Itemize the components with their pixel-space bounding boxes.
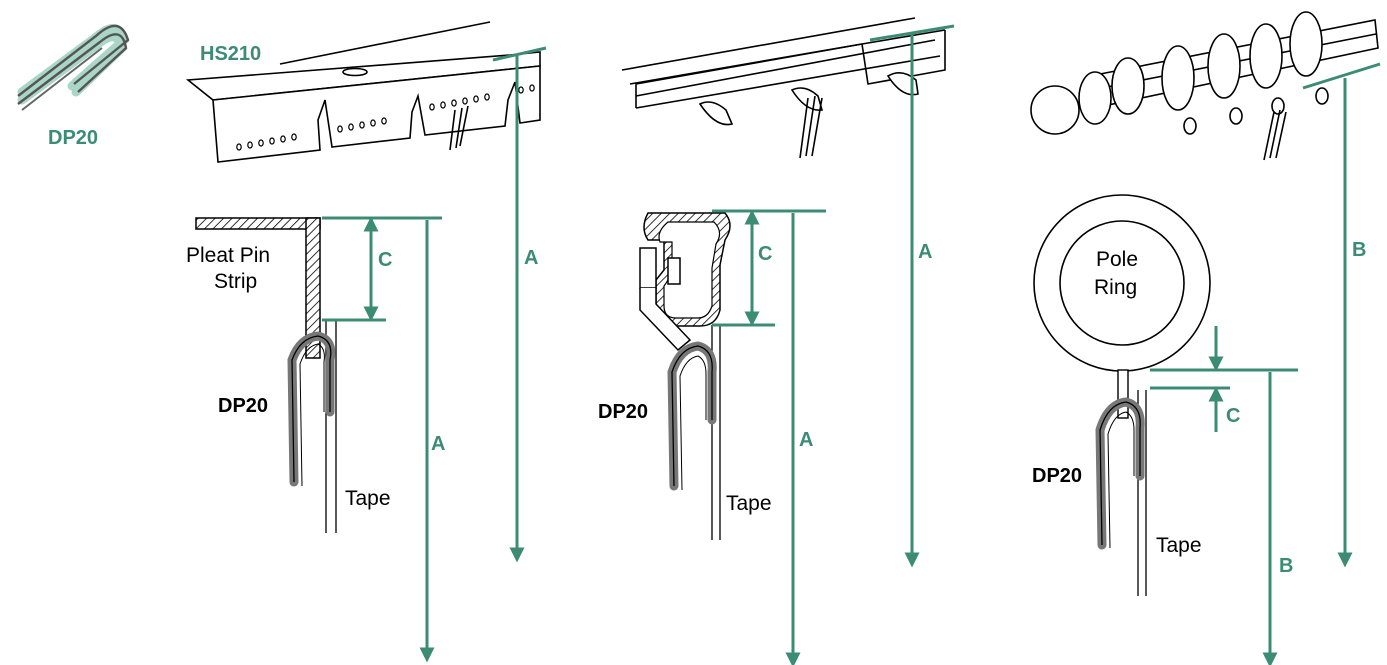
dimension-c-panel2: [712, 209, 826, 327]
dim-a-label-panel1-lower: A: [431, 433, 445, 455]
tape-label-panel3: Tape: [1156, 534, 1202, 557]
dimension-a-panel1-upper: [492, 46, 547, 563]
pleat-pin-strip-label-line2: Strip: [214, 270, 257, 293]
dim-c-label-panel3: C: [1226, 405, 1240, 427]
dimension-c-panel1: [322, 216, 442, 322]
dimension-b-panel3-upper: [1302, 62, 1381, 568]
dp20-hook-panel3: [1095, 397, 1145, 550]
pole-ring-label-line2: Ring: [1094, 276, 1137, 299]
pole-illustration: [1030, 11, 1379, 161]
dp20-hook-panel1: [287, 331, 336, 487]
dim-c-label-panel1: C: [378, 249, 392, 271]
pleat-pin-strip-label-line1: Pleat Pin: [186, 244, 270, 267]
dimension-c-panel3: [1150, 326, 1298, 432]
tape-label-panel2: Tape: [726, 492, 772, 515]
dp20-topleft-label: DP20: [48, 127, 98, 149]
dimension-a-panel2-upper: [869, 24, 955, 568]
dim-a-label-panel2-lower: A: [799, 429, 813, 451]
glider-section: [639, 212, 731, 540]
track-illustration: [621, 17, 946, 159]
tape-label-panel1: Tape: [345, 487, 391, 510]
dim-c-label-panel2: C: [758, 243, 772, 265]
pleat-pin-strip-section: [195, 217, 337, 533]
dim-b-label-panel3-upper: B: [1352, 239, 1366, 261]
dim-a-label-panel1-upper: A: [524, 247, 538, 269]
pole-ring-section: [1033, 194, 1211, 596]
dp20-label-panel3: DP20: [1032, 465, 1082, 487]
dim-b-label-panel3-lower: B: [1279, 555, 1293, 577]
dp20-pin-icon: [17, 24, 130, 111]
dp20-label-panel1: DP20: [218, 395, 268, 417]
dp20-hook-panel2: [667, 341, 717, 491]
hs210-rail-illustration: [185, 21, 541, 163]
hs210-label: HS210: [200, 43, 261, 65]
dp20-label-panel2: DP20: [598, 401, 648, 423]
dim-a-label-panel2-upper: A: [918, 241, 932, 263]
pole-ring-label-line1: Pole: [1096, 248, 1138, 271]
